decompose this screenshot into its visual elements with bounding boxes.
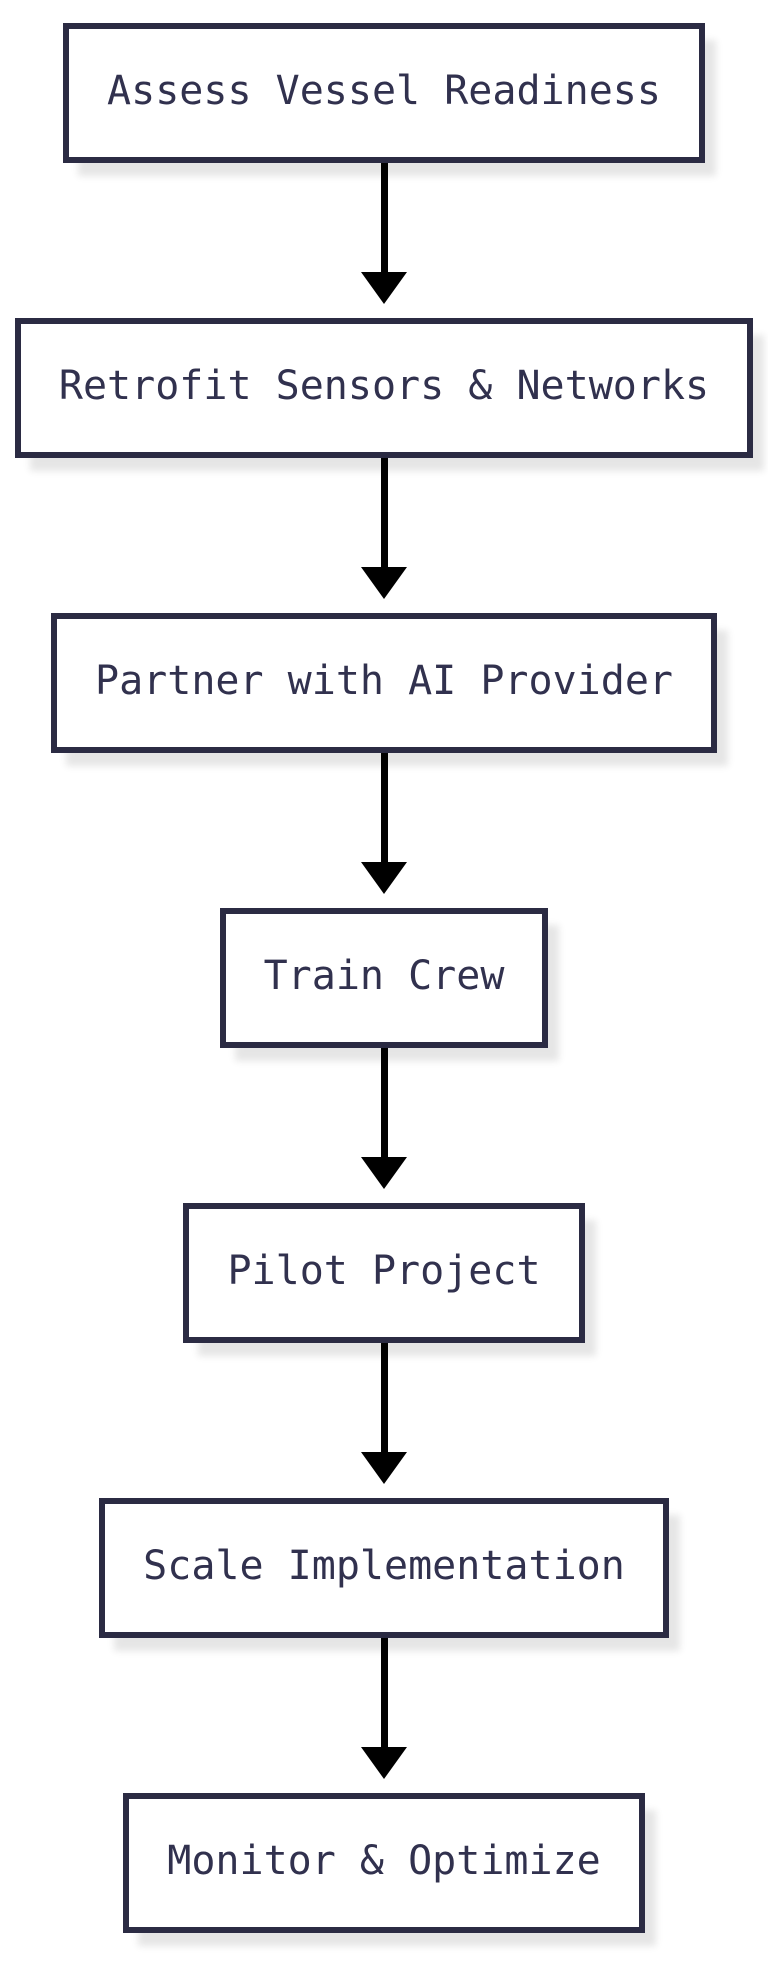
arrow-down-icon bbox=[361, 1747, 407, 1779]
flow-node-assess: Assess Vessel Readiness bbox=[63, 23, 705, 163]
arrow-down-icon bbox=[361, 1157, 407, 1189]
flow-node-monitor: Monitor & Optimize bbox=[123, 1793, 645, 1933]
flow-arrow-4 bbox=[361, 1048, 407, 1203]
arrow-stem bbox=[380, 753, 388, 862]
flow-arrow-1 bbox=[361, 163, 407, 318]
flow-node-retrofit: Retrofit Sensors & Networks bbox=[14, 318, 754, 458]
arrow-stem bbox=[380, 458, 388, 567]
node-label: Train Crew bbox=[263, 953, 505, 999]
node-label: Scale Implementation bbox=[143, 1543, 625, 1589]
node-label: Assess Vessel Readiness bbox=[107, 68, 661, 114]
flow-node-pilot: Pilot Project bbox=[183, 1203, 585, 1343]
flow-arrow-5 bbox=[361, 1343, 407, 1498]
flow-arrow-2 bbox=[361, 458, 407, 613]
arrow-stem bbox=[380, 1048, 388, 1157]
flow-node-train-crew: Train Crew bbox=[219, 908, 549, 1048]
arrow-stem bbox=[380, 163, 388, 272]
arrow-down-icon bbox=[361, 567, 407, 599]
arrow-stem bbox=[380, 1343, 388, 1452]
arrow-down-icon bbox=[361, 1452, 407, 1484]
arrow-down-icon bbox=[361, 862, 407, 894]
arrow-stem bbox=[380, 1638, 388, 1747]
node-label: Retrofit Sensors & Networks bbox=[58, 363, 710, 409]
flow-arrow-6 bbox=[361, 1638, 407, 1793]
arrow-down-icon bbox=[361, 272, 407, 304]
node-label: Monitor & Optimize bbox=[167, 1838, 601, 1884]
flow-node-partner: Partner with AI Provider bbox=[51, 613, 717, 753]
flow-arrow-3 bbox=[361, 753, 407, 908]
node-label: Pilot Project bbox=[227, 1248, 541, 1294]
node-label: Partner with AI Provider bbox=[95, 658, 673, 704]
flow-node-scale: Scale Implementation bbox=[99, 1498, 669, 1638]
